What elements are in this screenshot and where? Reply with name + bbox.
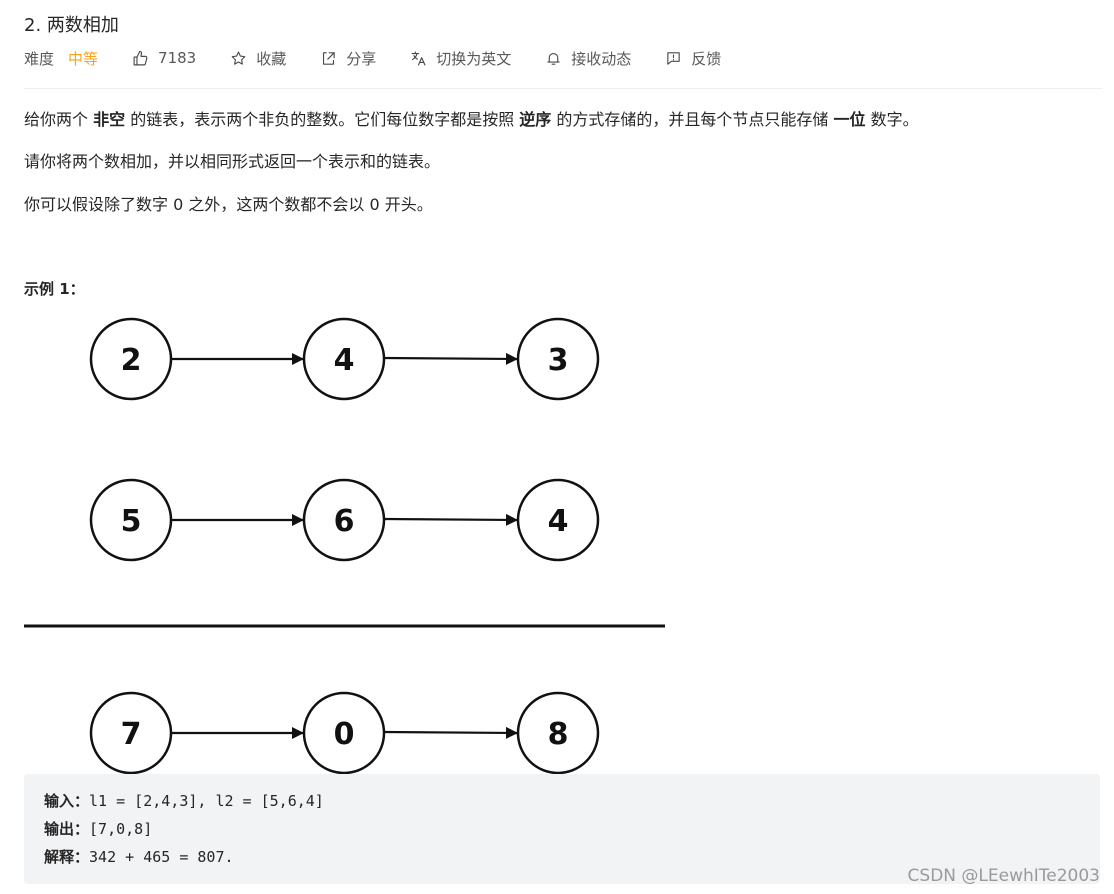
list-node — [516, 317, 600, 401]
example-explain-line: 解释：342 + 465 = 807. — [44, 846, 234, 867]
notify-button[interactable]: 接收动态 — [545, 48, 631, 69]
input-value: l1 = [2,4,3], l2 = [5,6,4] — [89, 792, 324, 810]
desc-text: 给你两个 — [24, 110, 94, 129]
translate-icon — [411, 51, 426, 65]
desc-text: 的方式存储的，并且每个节点只能存储 — [551, 110, 834, 129]
feedback-icon — [667, 51, 681, 65]
example-input-line: 输入：l1 = [2,4,3], l2 = [5,6,4] — [44, 790, 324, 811]
csdn-watermark: CSDN @LEewhITe2003 — [907, 866, 1100, 886]
list-node — [516, 478, 600, 562]
description-paragraph-3: 你可以假设除了数字 0 之外，这两个数都不会以 0 开头。 — [24, 195, 433, 214]
difficulty-badge: 中等 — [68, 49, 99, 68]
explain-label: 解释： — [44, 848, 90, 866]
output-label: 输出： — [44, 820, 90, 838]
feedback-label: 反馈 — [691, 49, 722, 68]
node-value: 7 — [121, 717, 142, 752]
header-divider — [24, 88, 1102, 89]
favorite-button[interactable]: 收藏 — [230, 48, 286, 69]
desc-emphasis: 逆序 — [519, 110, 552, 129]
arrow-icon — [383, 513, 518, 526]
output-value: [7,0,8] — [89, 820, 153, 838]
example-heading: 示例 1： — [24, 280, 85, 298]
arrow-icon — [383, 352, 518, 365]
node-value: 5 — [121, 504, 142, 539]
bell-icon — [547, 52, 560, 65]
share-button[interactable]: 分享 — [320, 48, 376, 69]
star-icon — [231, 51, 246, 65]
node-value: 0 — [334, 717, 355, 752]
desc-text: 数字。 — [865, 110, 919, 129]
thumb-up-icon — [133, 50, 148, 65]
feedback-button[interactable]: 反馈 — [665, 48, 721, 69]
desc-emphasis: 一位 — [833, 110, 866, 129]
node-value: 6 — [334, 504, 355, 539]
description-paragraph-1: 给你两个 非空 的链表，表示两个非负的整数。它们每位数字都是按照 逆序 的方式存… — [24, 108, 919, 132]
input-label: 输入： — [44, 792, 90, 810]
desc-emphasis: 非空 — [93, 110, 126, 129]
node-value: 2 — [121, 343, 142, 378]
problem-title: 2. 两数相加 — [24, 15, 119, 36]
linked-list-diagram: 2 4 3 5 6 4 7 0 8 — [24, 317, 665, 775]
node-value: 8 — [548, 717, 569, 752]
favorite-label: 收藏 — [256, 49, 287, 68]
problem-toolbar: 难度 中等 7183 收藏 分享 切换为英文 — [24, 46, 755, 70]
share-icon — [323, 51, 335, 65]
notify-label: 接收动态 — [571, 49, 632, 68]
switch-language-button[interactable]: 切换为英文 — [410, 48, 511, 69]
switch-language-label: 切换为英文 — [436, 49, 512, 68]
arrow-icon — [383, 726, 518, 739]
like-count: 7183 — [158, 49, 197, 67]
share-label: 分享 — [346, 49, 377, 68]
explain-value: 342 + 465 = 807. — [89, 848, 234, 866]
difficulty-label: 难度 — [24, 49, 55, 68]
description-paragraph-2: 请你将两个数相加，并以相同形式返回一个表示和的链表。 — [24, 152, 441, 171]
example-output-line: 输出：[7,0,8] — [44, 818, 152, 839]
desc-text: 的链表，表示两个非负的整数。它们每位数字都是按照 — [125, 110, 520, 129]
list-node — [516, 691, 600, 775]
node-value: 4 — [548, 504, 569, 539]
example-code-block: 输入：l1 = [2,4,3], l2 = [5,6,4] 输出：[7,0,8]… — [24, 774, 1100, 884]
like-button[interactable]: 7183 — [132, 49, 196, 67]
node-value: 3 — [548, 343, 569, 378]
node-value: 4 — [334, 343, 355, 378]
